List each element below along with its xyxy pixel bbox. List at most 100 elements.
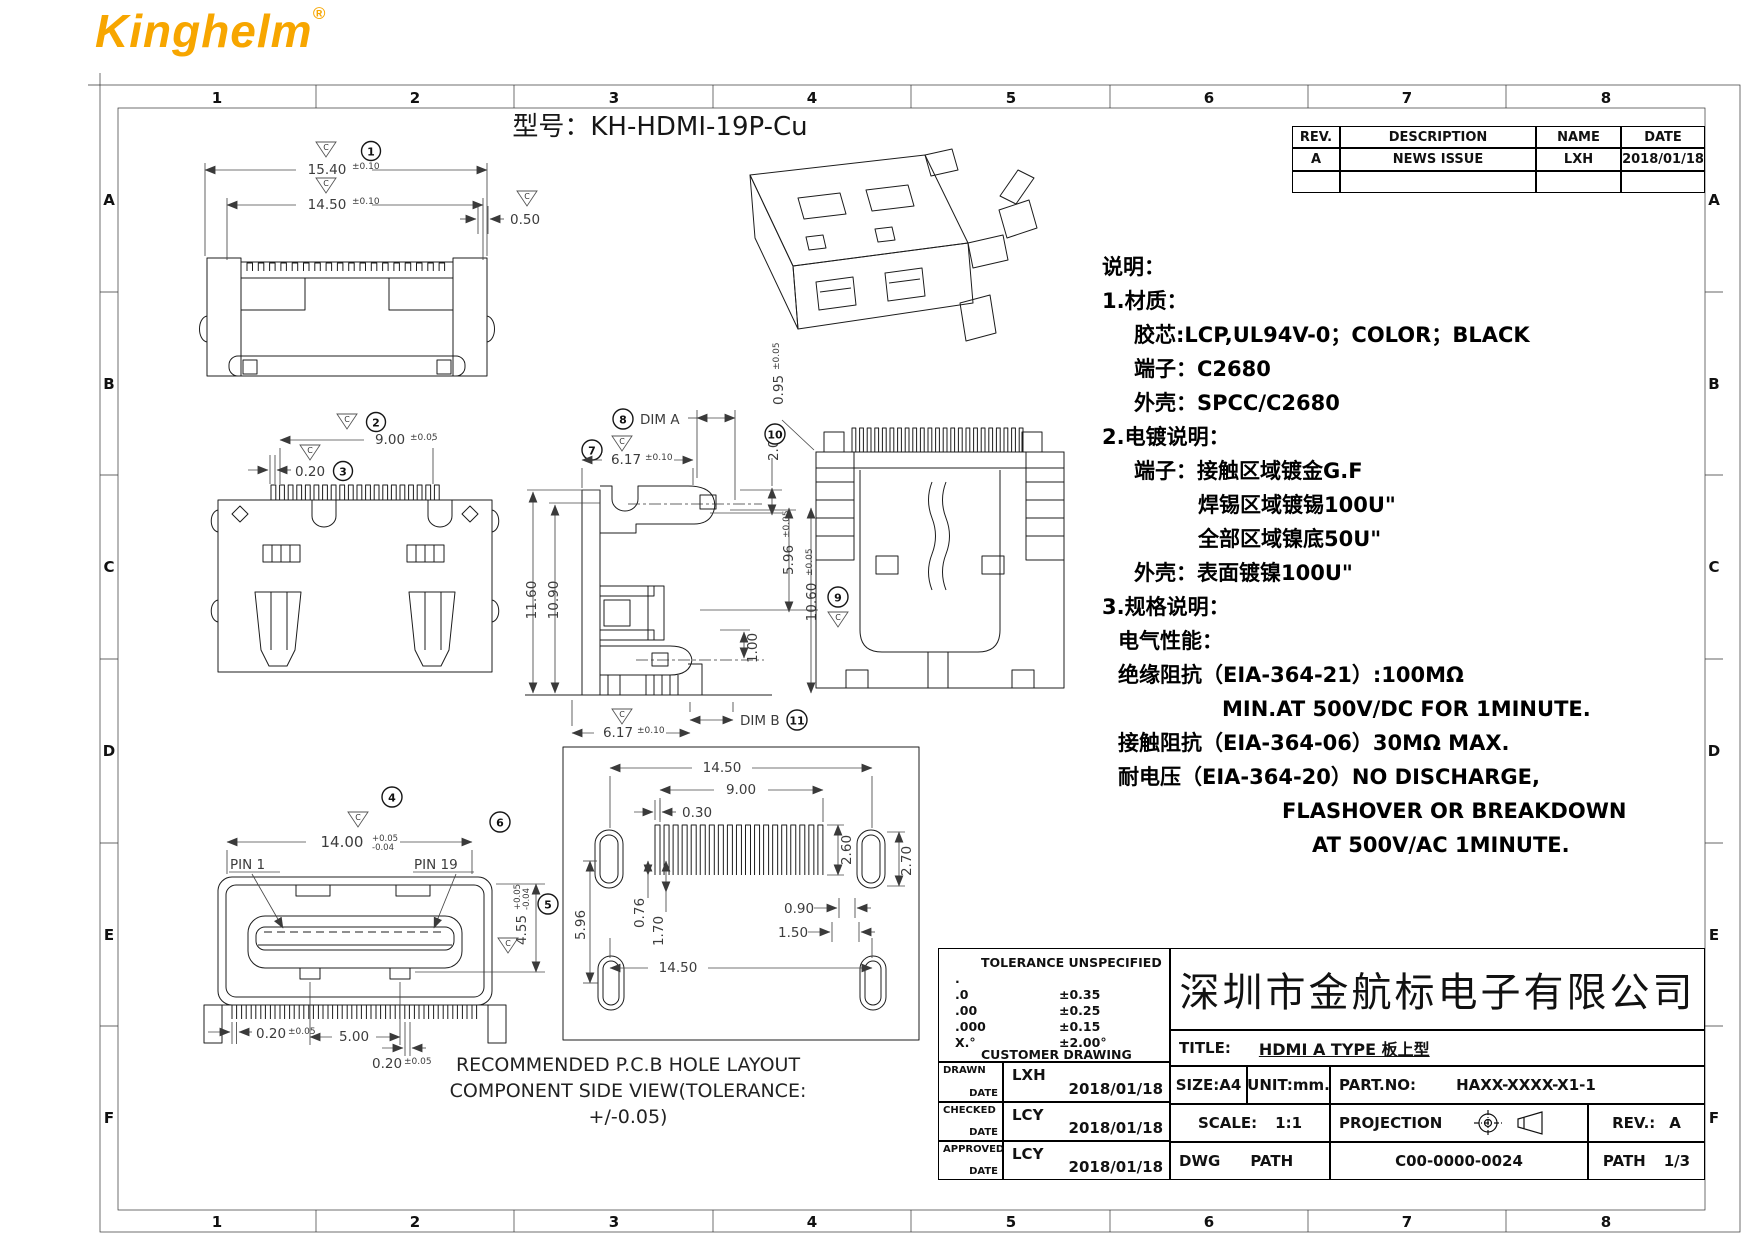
pcb-caption: RECOMMENDED P.C.B HOLE LAYOUT COMPONENT … — [408, 1052, 848, 1130]
description-empty — [1340, 171, 1536, 193]
tolerance-row-key: X.° — [955, 1035, 976, 1050]
dwg-number: C00-0000-0024 — [1330, 1142, 1588, 1180]
svg-text:3: 3 — [609, 1213, 619, 1231]
balloon-9-icon — [827, 586, 849, 608]
svg-text:4: 4 — [807, 1213, 817, 1231]
balloon-2-icon — [365, 411, 387, 433]
svg-text:B: B — [1708, 375, 1719, 393]
dim-pcb-slot-w: 0.30 — [682, 805, 712, 821]
face-view-dims: 4 C 14.00 +0.05 -0.04 PIN 1 PIN 19 6 4.5… — [208, 786, 559, 1072]
svg-text:1: 1 — [212, 89, 222, 107]
dim-side-foot: 1.00 — [745, 633, 761, 663]
dim-rear-pin: 0.95 — [771, 375, 787, 405]
model-number: 型号：KH-HDMI-19P-Cu — [512, 112, 808, 142]
svg-text:F: F — [1709, 1109, 1719, 1127]
svg-text:5: 5 — [544, 899, 552, 912]
svg-text:C: C — [524, 192, 530, 201]
date-value: 2018/01/18 — [1621, 148, 1705, 171]
svg-text:5: 5 — [1006, 1213, 1016, 1231]
dim-b-label: DIM B — [740, 713, 780, 729]
customer-drawing-label: CUSTOMER DRAWING — [981, 1047, 1132, 1062]
dim-pcb-edge2: 1.50 — [778, 925, 808, 941]
tolerance-row-value: ±0.25 — [1059, 1003, 1101, 1018]
finish-symbol-icon: C — [323, 143, 329, 152]
size-field: SIZE:A4 — [1170, 1066, 1247, 1104]
svg-text:2: 2 — [410, 1213, 420, 1231]
svg-text:±0.05: ±0.05 — [782, 510, 792, 538]
svg-text:E: E — [104, 926, 114, 944]
balloon-4-icon — [381, 786, 403, 808]
svg-text:±0.10: ±0.10 — [352, 197, 380, 207]
part-label: PART.NO: — [1339, 1076, 1417, 1094]
tolerance-row-key: .000 — [955, 1019, 986, 1034]
tolerance-row-key: .0 — [955, 987, 969, 1002]
note-line: 说明： — [1102, 255, 1165, 279]
balloon-6-icon — [489, 811, 511, 833]
dim-front-inner: 14.50 — [308, 197, 347, 213]
svg-text:4: 4 — [388, 792, 396, 805]
balloon-11-icon — [786, 709, 808, 731]
title-label: TITLE: — [1179, 1039, 1231, 1057]
svg-text:2: 2 — [410, 89, 420, 107]
svg-text:C: C — [619, 710, 625, 719]
unit-field: UNIT:mm. — [1247, 1066, 1330, 1104]
projection-field: PROJECTION — [1330, 1104, 1588, 1142]
svg-text:±0.05: ±0.05 — [288, 1027, 316, 1037]
svg-text:C: C — [1708, 558, 1719, 576]
tolerance-row-key: .00 — [955, 1003, 978, 1018]
notes: 说明： 1.材质： 胶芯:LCP,UL94V-0；COLOR；BLACK 端子：… — [1102, 250, 1702, 862]
svg-text:A: A — [1708, 191, 1720, 209]
note-line: 胶芯:LCP,UL94V-0；COLOR；BLACK — [1134, 323, 1530, 347]
svg-text:8: 8 — [1601, 1213, 1611, 1231]
pin1-label: PIN 1 — [230, 857, 265, 873]
svg-text:D: D — [103, 742, 115, 760]
tolerance-header: TOLERANCE UNSPECIFIED — [981, 955, 1162, 970]
rev-value: A — [1292, 148, 1340, 171]
logo-text: Kinghelm — [95, 5, 313, 57]
dim-pcb-hole-h: 2.70 — [899, 846, 915, 876]
top-view-dims: 9.00 ±0.05 C 2 0.20 C 3 — [248, 411, 438, 484]
tolerance-row-value: ±0.15 — [1059, 1019, 1101, 1034]
svg-text:±0.05: ±0.05 — [805, 548, 815, 576]
tolerance-box: TOLERANCE UNSPECIFIED . .0 ±0.35 .00 ±0.… — [938, 948, 1170, 1062]
description-value: NEWS ISSUE — [1340, 148, 1536, 171]
part-no-value: HAXX-XXXX-X1-1 — [1456, 1076, 1596, 1094]
dim-pcb-pin-span: 9.00 — [726, 782, 756, 798]
pcb-caption-line2: COMPONENT SIDE VIEW(TOLERANCE: +/-0.05) — [449, 1080, 807, 1128]
third-angle-projection-icon — [1474, 1110, 1543, 1136]
dim-side-mid: 5.96 — [781, 545, 797, 575]
note-line: 接触阻抗（EIA-364-06）30MΩ MAX. — [1118, 731, 1510, 755]
svg-text:B: B — [103, 375, 114, 393]
svg-text:C: C — [307, 446, 313, 455]
balloon-8-icon — [612, 408, 634, 430]
dim-pcb-row-gap: 0.76 — [632, 898, 648, 928]
svg-text:C: C — [103, 558, 114, 576]
rev-field: REV.:A — [1588, 1104, 1705, 1142]
svg-text:±0.10: ±0.10 — [637, 726, 665, 736]
dim-front-tab: 0.50 — [510, 212, 540, 228]
svg-text:C: C — [619, 437, 625, 446]
svg-text:8: 8 — [1601, 89, 1611, 107]
dim-a-label: DIM A — [640, 412, 680, 428]
note-line: 焊锡区域镀锡100U" — [1198, 493, 1396, 517]
svg-text:-0.04: -0.04 — [522, 888, 532, 910]
note-line: 外壳：表面镀镍100U" — [1134, 561, 1353, 585]
svg-text:C: C — [835, 613, 841, 622]
svg-text:C: C — [344, 415, 350, 424]
svg-text:±0.05: ±0.05 — [772, 342, 782, 370]
balloon-1-icon — [360, 140, 382, 162]
svg-text:±0.10: ±0.10 — [645, 453, 673, 463]
scale-field: SCALE:1:1 — [1170, 1104, 1330, 1142]
svg-text:D: D — [1708, 742, 1720, 760]
description-header: DESCRIPTION — [1340, 126, 1536, 148]
side-view-dims: 8 DIM A 7 C 6.17 ±0.10 2.00 11.60 10.90 … — [524, 408, 849, 741]
dim-face-pad-right: 0.20 — [372, 1056, 402, 1072]
rear-view — [815, 427, 1065, 689]
registered-mark-icon: ® — [312, 4, 327, 23]
projection-label: PROJECTION — [1339, 1114, 1443, 1132]
svg-text:C: C — [323, 179, 329, 188]
